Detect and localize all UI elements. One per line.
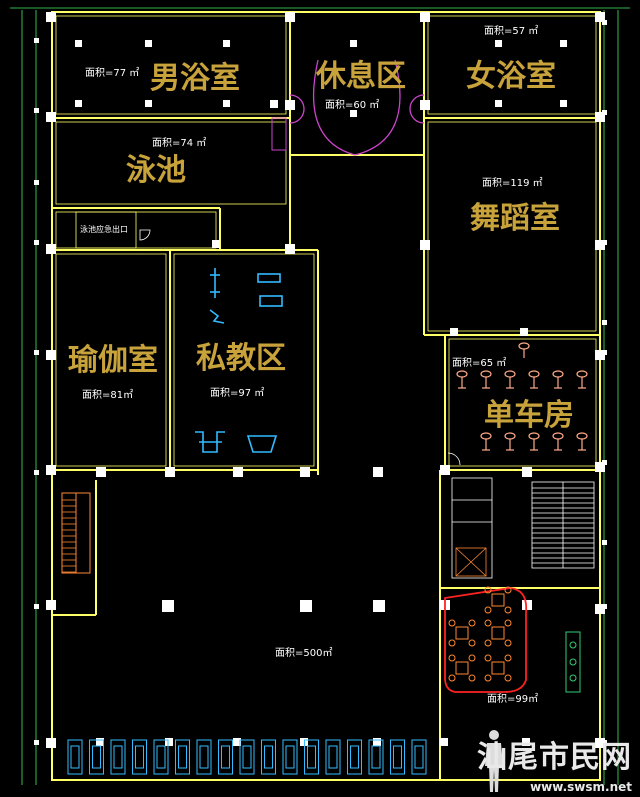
- dance-room-name: 舞蹈室: [470, 201, 560, 236]
- dance-room-area: 面积=119 ㎡: [482, 177, 543, 189]
- exit-door-swing: [139, 229, 151, 241]
- watermark-title: 汕尾市民网: [477, 740, 632, 775]
- bike-icon: [504, 370, 516, 389]
- inner-wall-lines: [55, 15, 597, 467]
- left-staircase: [61, 492, 91, 574]
- cycling-bike-icons: [456, 342, 588, 451]
- pool-door-frame: [271, 117, 287, 151]
- right-staircase: [531, 481, 595, 569]
- treadmill-icon: [196, 739, 212, 775]
- treadmill-icon: [304, 739, 319, 775]
- lounge-outline: [444, 587, 528, 693]
- mens-bath-name: 男浴室: [150, 61, 240, 96]
- bike-icon: [456, 370, 468, 389]
- treadmill-icon: [67, 739, 83, 775]
- main-hall-area: 面积=500㎡: [275, 647, 332, 659]
- table-icon: [484, 654, 512, 682]
- treadmill-icon: [282, 739, 298, 775]
- right-stair-steps: [532, 487, 594, 564]
- table-icon: [448, 654, 476, 682]
- table-icon: [448, 619, 476, 647]
- cycling-room-name: 单车房: [484, 398, 574, 433]
- pool-name: 泳池: [126, 153, 186, 188]
- treadmill-icon: [218, 739, 233, 775]
- elevator-shafts: [451, 477, 493, 579]
- walls: [51, 11, 601, 781]
- watermark-url: www.swsm.net: [530, 780, 632, 794]
- bike-icon: [528, 432, 540, 451]
- bike-icon: [552, 370, 564, 389]
- bike-icon: [504, 432, 516, 451]
- womens-bath-area: 面积=57 ㎡: [484, 25, 538, 37]
- training-area-area: 面积=97 ㎡: [210, 387, 264, 399]
- bike-icon: [480, 432, 492, 451]
- table-icon: [484, 619, 512, 647]
- table-icon: [484, 586, 512, 614]
- left-stair-steps: [62, 499, 76, 573]
- lounge-area: 面积=99㎡: [487, 693, 538, 705]
- treadmill-icon: [261, 739, 276, 775]
- training-equipment-icons: [195, 268, 283, 453]
- bike-icon: [528, 370, 540, 389]
- treadmill-icons: [67, 739, 427, 775]
- bike-icon: [576, 432, 588, 451]
- bike-icon: [576, 370, 588, 389]
- rest-area-doors: [289, 59, 425, 156]
- training-area-name: 私教区: [196, 341, 286, 376]
- lounge-bar-counter: [565, 631, 581, 693]
- treadmill-icon: [239, 739, 255, 775]
- bike-icon: [480, 370, 492, 389]
- cycling-door-swing: [447, 452, 461, 466]
- bike-icon: [518, 342, 530, 358]
- rest-area-name: 休息区: [315, 59, 406, 94]
- site-watermark: 汕尾市民网 www.swsm.net: [470, 728, 638, 796]
- treadmill-icon: [347, 739, 362, 775]
- treadmill-icon: [368, 739, 384, 775]
- treadmill-icon: [175, 739, 190, 775]
- treadmill-icon: [89, 739, 104, 775]
- treadmill-icon: [411, 739, 427, 775]
- treadmill-icon: [390, 739, 405, 775]
- treadmill-icon: [110, 739, 126, 775]
- pool-exit-label: 泳池应急出口: [80, 224, 128, 234]
- dimension-lines: [10, 7, 630, 785]
- yoga-room-area: 面积=81㎡: [82, 389, 133, 401]
- treadmill-icon: [132, 739, 147, 775]
- rest-area-area: 面积=60 ㎡: [325, 99, 379, 111]
- watermark-figure-icon: [485, 730, 503, 792]
- pool-area: 面积=74 ㎡: [152, 137, 206, 149]
- womens-bath-name: 女浴室: [466, 59, 556, 94]
- treadmill-icon: [325, 739, 341, 775]
- treadmill-icon: [153, 739, 169, 775]
- lounge-table-icons: [448, 586, 512, 682]
- mens-bath-area: 面积=77 ㎡: [85, 67, 139, 79]
- bike-icon: [552, 432, 564, 451]
- yoga-room-name: 瑜伽室: [68, 343, 158, 378]
- cycling-room-area: 面积=65 ㎡: [452, 357, 506, 369]
